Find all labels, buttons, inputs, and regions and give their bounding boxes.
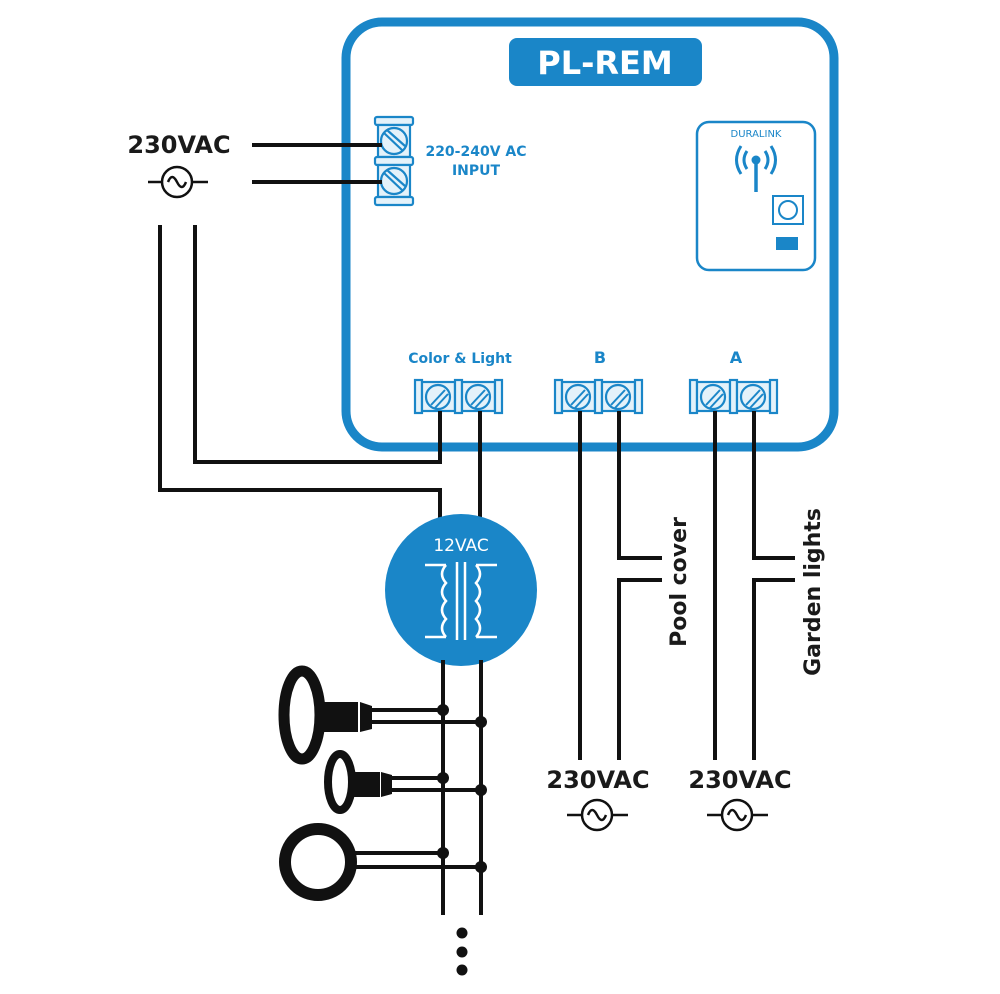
device-title-badge [509,38,702,86]
input-terminal-block [373,115,415,207]
screw-icon [464,383,492,411]
ac-source-icon [707,798,768,832]
pool-light-large-icon [278,665,487,765]
screw-icon [424,383,452,411]
screw-icon [739,383,767,411]
duralink-module: DURALINK [695,120,817,272]
screw-icon [379,126,409,156]
continuation-dots-icon [456,927,468,976]
garden-lights-wires [713,411,795,760]
low-voltage-bus [441,660,483,915]
main-supply-label: 230VAC [127,131,230,159]
transformer-label: 12VAC [433,536,488,556]
ac-source-icon [567,798,628,832]
transformer-icon [425,562,497,640]
input-label-line2: INPUT [452,163,501,179]
terminal-block-a [688,378,779,415]
main-supply-wires [252,143,382,184]
screw-icon [564,383,592,411]
pool-light-small-icon [324,750,487,814]
terminal-block-b [553,378,644,415]
terminal-label-b: B [594,348,606,367]
status-led [776,237,798,250]
ac-source-icon [148,165,208,199]
color-light-feed-wires [158,225,482,530]
screw-icon [699,383,727,411]
transformer [385,514,537,666]
garden-lights-label: Garden lights [801,508,826,676]
terminal-block-color-light [413,378,504,415]
ring-light-icon [279,823,487,901]
pool-cover-label: Pool cover [667,517,692,647]
garden-lights-supply-label: 230VAC [688,766,791,794]
pool-cover-supply-label: 230VAC [546,766,649,794]
device-title: PL-REM [537,44,672,82]
screw-icon [379,166,409,196]
terminal-label-a: A [730,348,743,367]
screw-icon [604,383,632,411]
pairing-button[interactable] [772,195,804,225]
input-label-line1: 220-240V AC [425,144,526,160]
duralink-label: DURALINK [731,129,782,140]
terminal-label-color-light: Color & Light [408,351,512,367]
pool-cover-wires [578,411,662,760]
antenna-icon [735,145,777,192]
